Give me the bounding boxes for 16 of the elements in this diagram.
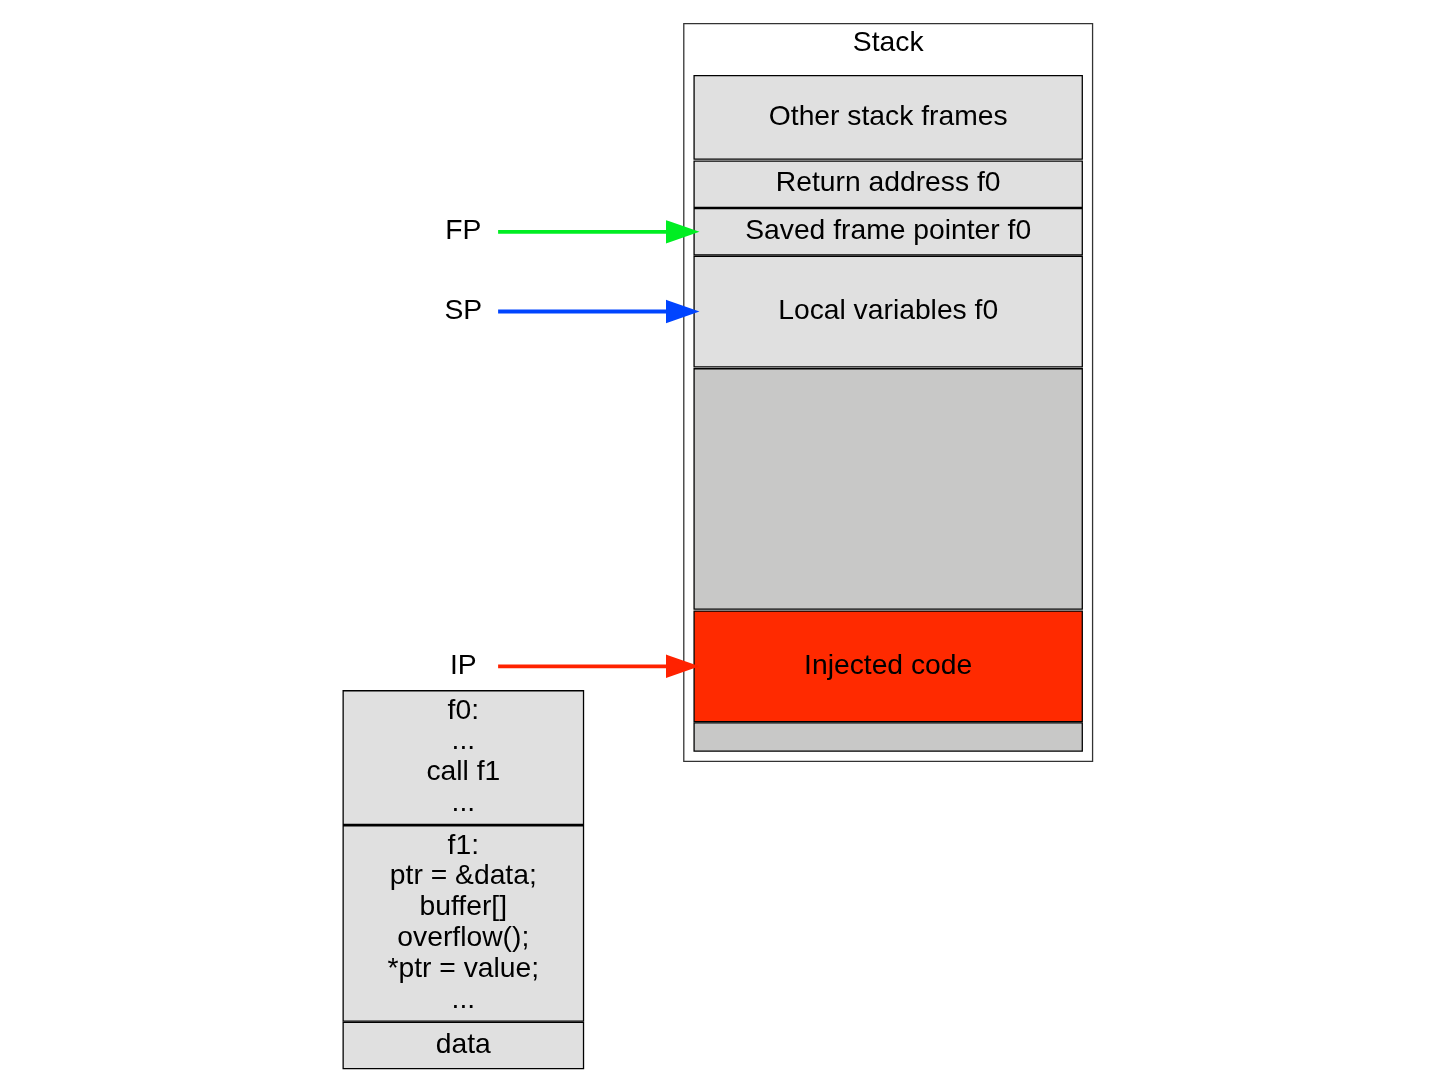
node-box <box>693 722 1083 752</box>
node-box: Return address f0 <box>693 160 1083 209</box>
arrow <box>498 220 700 244</box>
node-text: IP <box>449 647 477 680</box>
node-box: f1: ptr = &data; buffer[] overflow(); *ptr = value; ... <box>342 825 585 1022</box>
node-text: SP <box>444 292 483 325</box>
arrow <box>498 299 700 324</box>
node-text: FP <box>445 213 482 246</box>
node-box <box>693 368 1083 610</box>
node-box: Injected code <box>693 610 1083 723</box>
node-box: f0: ... call f1 ... <box>342 690 585 826</box>
node-box: data <box>342 1021 585 1070</box>
node-box: Local variables f0 <box>693 255 1083 368</box>
node-box: Other stack frames <box>693 75 1083 160</box>
arrow <box>498 654 700 679</box>
node-box: Saved frame pointer f0 <box>693 208 1083 256</box>
